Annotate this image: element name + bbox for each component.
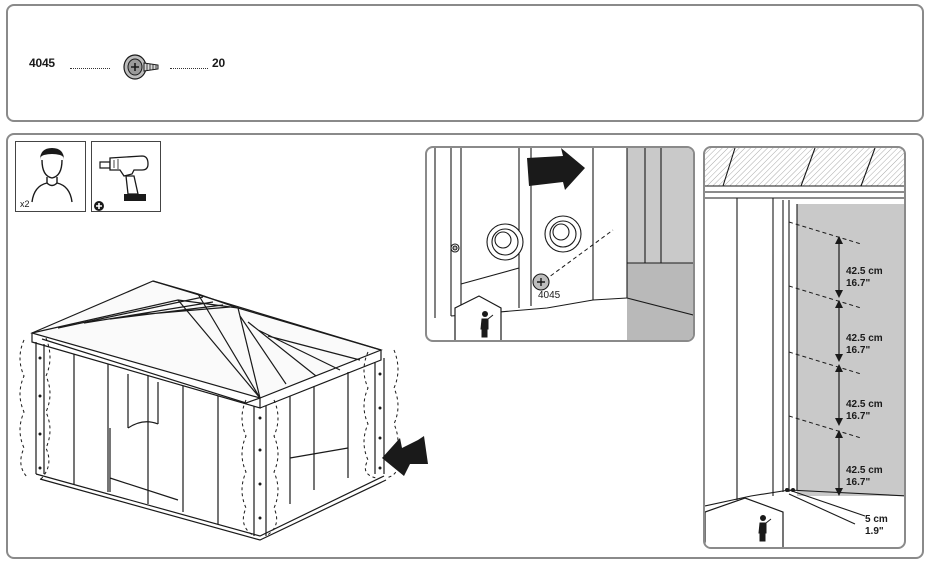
viewer-icon <box>705 497 784 547</box>
screw-label: 4045 <box>538 290 561 301</box>
leader-dots <box>170 68 208 69</box>
arrow-pointer-icon <box>382 436 428 476</box>
detail-b-drawing <box>705 148 904 547</box>
drill-icon <box>99 155 149 201</box>
part-number: 4045 <box>29 56 55 70</box>
tool-requirement <box>91 141 161 212</box>
parts-panel <box>6 4 924 122</box>
viewer-icon <box>454 295 502 340</box>
screw-icon <box>123 54 159 80</box>
arrow-right-icon <box>527 148 585 190</box>
detail-a-drawing <box>434 148 693 340</box>
part-quantity: 20 <box>212 56 225 70</box>
gazebo-illustration <box>19 280 428 541</box>
person-icon <box>31 148 73 203</box>
detail-screw-view: 4045 <box>425 146 695 342</box>
leader-dots <box>70 68 110 69</box>
person-count: x2 <box>20 199 30 209</box>
plus-icon <box>94 201 104 211</box>
person-requirement: x2 <box>15 141 86 212</box>
